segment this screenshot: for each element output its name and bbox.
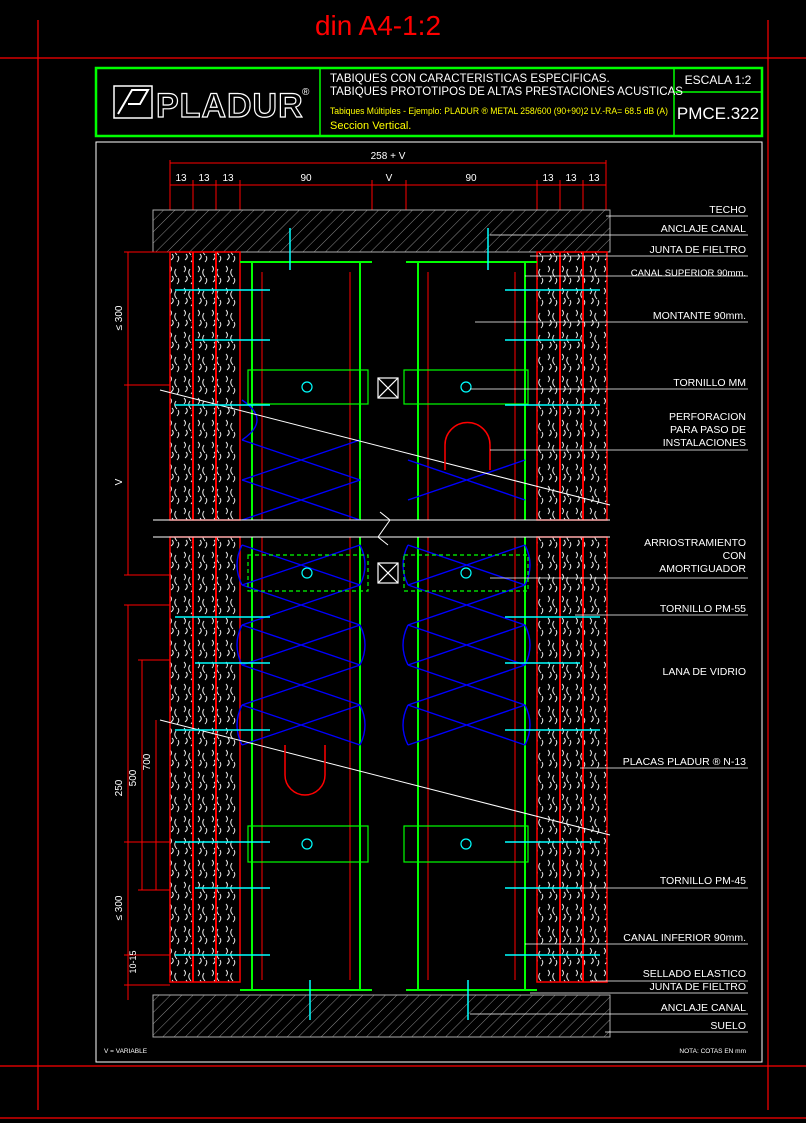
top-dimensions [169, 160, 607, 210]
left-dimension-labels: ≤ 300 V 250 ≤ 300 10-15 500 700 [114, 305, 153, 973]
dim-total: 258 + V [371, 151, 406, 162]
label-anclaje-canal-bottom: ANCLAJE CANAL [661, 1002, 746, 1014]
dim-top-8: 13 [565, 173, 577, 184]
label-techo: TECHO [709, 204, 746, 216]
pladur-logo: PLADUR ® [113, 85, 310, 126]
label-placas-pladur: PLACAS PLADUR ® N-13 [623, 756, 746, 768]
dim-top-labels: 13 13 13 90 V 90 13 13 13 [175, 173, 600, 184]
leader-lines [470, 215, 748, 1033]
logo-text: PLADUR [156, 87, 304, 125]
dim-top-9: 13 [588, 173, 600, 184]
label-anclaje-canal-top: ANCLAJE CANAL [661, 223, 746, 235]
dim-top-7: 13 [542, 173, 554, 184]
label-tornillo-pm45: TORNILLO PM-45 [660, 875, 746, 887]
left-board-stack [169, 251, 241, 983]
label-perforacion-1: PERFORACION [669, 411, 746, 423]
stud-inner-lines [261, 272, 516, 980]
dim-left-4: ≤ 300 [114, 895, 125, 920]
header-title-line2: TABIQUES PROTOTIPOS DE ALTAS PRESTACIONE… [330, 86, 683, 98]
glass-wool-insulation [236, 399, 531, 746]
dim-top-3: 13 [222, 173, 234, 184]
sheet-frame [0, 20, 806, 1119]
label-sellado-elastico: SELLADO ELASTICO [643, 968, 746, 980]
label-arriostramiento-3: AMORTIGUADOR [659, 563, 746, 575]
logo-registered-mark: ® [302, 87, 310, 98]
title-block: PLADUR ® TABIQUES CON CARACTERISTICAS ES… [94, 66, 764, 138]
bracing-blocks [247, 369, 529, 863]
dim-top-5: V [386, 173, 393, 184]
dim-top-2: 13 [198, 173, 210, 184]
label-tornillo-pm55: TORNILLO PM-55 [660, 603, 746, 615]
dim-left-6: 500 [128, 769, 139, 786]
dim-top-6: 90 [465, 173, 477, 184]
label-canal-superior: CANAL SUPERIOR 90mm. [631, 268, 746, 279]
drawing-border [95, 141, 763, 1063]
perforation-upper [444, 421, 491, 470]
label-tornillo-mm: TORNILLO MM [673, 377, 746, 389]
header-title-line1: TABIQUES CON CARACTERISTICAS ESPECIFICAS… [330, 73, 610, 85]
perforation-lower [284, 745, 326, 796]
label-perforacion-3: INSTALACIONES [663, 437, 746, 449]
footer-right-note: NOTA: COTAS EN mm [679, 1048, 746, 1055]
dim-left-1: ≤ 300 [114, 305, 125, 330]
label-suelo: SUELO [710, 1020, 746, 1032]
board-screws [175, 228, 600, 1020]
stud-screws [301, 381, 472, 850]
right-board-stack [536, 251, 608, 983]
floor-slab [152, 994, 611, 1038]
label-arriostramiento-1: ARRIOSTRAMIENTO [644, 537, 746, 549]
sheet-title: din A4-1:2 [315, 10, 441, 41]
break-lines [153, 389, 611, 836]
dim-top-4: 90 [300, 173, 312, 184]
footer-left-note: V = VARIABLE [104, 1048, 148, 1055]
label-arriostramiento-2: CON [723, 550, 746, 562]
callout-labels: TECHO ANCLAJE CANAL JUNTA DE FIELTRO CAN… [623, 204, 747, 1032]
dim-left-2: V [114, 478, 125, 485]
label-lana-vidrio: LANA DE VIDRIO [663, 666, 746, 678]
dim-top-1: 13 [175, 173, 187, 184]
label-canal-inferior: CANAL INFERIOR 90mm. [623, 932, 746, 944]
ceiling-slab [152, 209, 611, 253]
studs [240, 261, 537, 991]
drawing-code: PMCE.322 [677, 104, 759, 123]
left-dimensions [124, 251, 170, 1000]
dim-left-7: 700 [142, 753, 153, 770]
header-section: Seccion Vertical. [330, 120, 411, 132]
label-junta-fieltro-top: JUNTA DE FIELTRO [650, 244, 746, 256]
label-montante: MONTANTE 90mm. [653, 310, 746, 322]
header-subtitle: Tabiques Múltiples - Ejemplo: PLADUR ® M… [330, 106, 668, 116]
label-junta-fieltro-bottom: JUNTA DE FIELTRO [650, 981, 746, 993]
dim-left-3: 250 [114, 779, 125, 796]
label-perforacion-2: PARA PASO DE [670, 424, 746, 436]
dim-left-5: 10-15 [128, 950, 138, 973]
scale-label: ESCALA 1:2 [685, 73, 752, 87]
